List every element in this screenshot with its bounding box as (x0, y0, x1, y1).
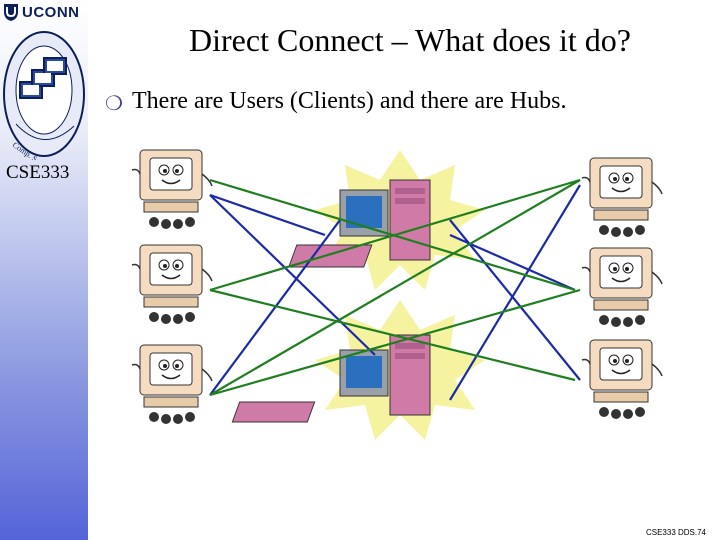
link-blue-3 (209, 219, 341, 396)
bullet-text: There are Users (Clients) and there are … (132, 88, 567, 114)
client-left-3 (131, 344, 213, 425)
network-diagram (131, 149, 663, 440)
link-green-2 (209, 288, 576, 382)
client-left-2 (131, 244, 213, 325)
page-footer: CSE333 DDS.74 (645, 528, 706, 537)
link-green-5 (209, 288, 581, 397)
link-blue-5 (449, 184, 581, 401)
link-green-3 (209, 178, 581, 292)
client-left-1 (131, 149, 213, 230)
hub-top (288, 179, 431, 268)
slide-title: Direct Connect – What does it do? (189, 22, 631, 58)
client-right-3 (581, 339, 663, 420)
link-green-4 (209, 179, 581, 396)
link-blue-6 (449, 219, 581, 381)
link-blue-1 (209, 193, 326, 237)
cse-logo-icon: Comp. Sci. (3, 31, 85, 160)
hub-bottom (231, 334, 431, 423)
bullet-icon: ❍ (105, 93, 123, 115)
link-blue-2 (209, 194, 376, 356)
uconn-shield-icon (4, 4, 18, 21)
uconn-wordmark: UCONN (22, 4, 80, 21)
course-label: CSE333 (6, 162, 70, 183)
client-right-2 (581, 247, 663, 328)
client-right-1 (581, 157, 663, 238)
